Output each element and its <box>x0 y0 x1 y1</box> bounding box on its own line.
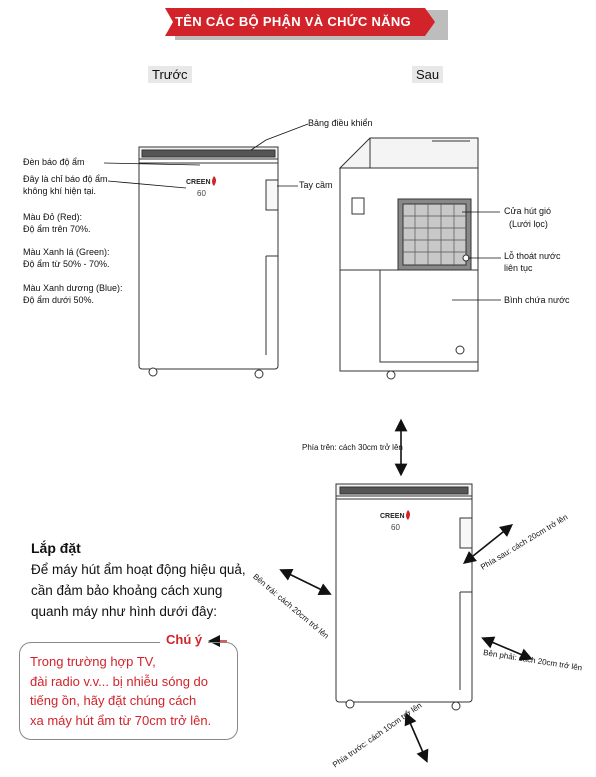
back-grille-lines <box>403 204 466 265</box>
setup-line-3: quanh máy như hình dưới đây: <box>31 604 218 619</box>
setup-body: Để máy hút ẩm hoạt động hiệu quả, cần đả… <box>31 559 263 622</box>
front-view-label: Trước <box>148 66 192 83</box>
back-unit <box>338 137 479 380</box>
left-arrow <box>279 569 332 595</box>
leader-lines <box>103 123 501 301</box>
label-air-inlet-1: Cửa hút gió <box>504 206 552 216</box>
note-line-3: tiếng ồn, hãy đặt chúng cách <box>30 693 197 708</box>
right-arrow <box>481 636 533 661</box>
label-water-tank: Bình chứa nước <box>504 295 570 305</box>
setup-line-1: Để máy hút ẩm hoạt động hiệu quả, <box>31 562 246 577</box>
brand-logo-text: CREEN <box>186 179 211 186</box>
note-title: Chú ý <box>160 632 209 647</box>
note-body: Trong trường hợp TV, đài radio v.v... bị… <box>30 652 235 730</box>
install-brand: CREEN 60 <box>380 510 410 532</box>
label-red-1: Màu Đỏ (Red): <box>23 212 83 222</box>
install-unit <box>335 483 473 711</box>
display-readout: 60 <box>197 189 206 198</box>
header-banner: TÊN CÁC BỘ PHẬN VÀ CHỨC NĂNG <box>163 8 448 40</box>
note-box <box>19 642 238 740</box>
note-line-4: xa máy hút ẩm từ 70cm trở lên. <box>30 712 212 728</box>
page-title: TÊN CÁC BỘ PHẬN VÀ CHỨC NĂNG <box>175 14 411 29</box>
label-red-2: Độ ẩm trên 70%. <box>23 224 91 234</box>
label-blue-2: Độ ẩm dưới 50%. <box>23 295 94 305</box>
install-brand-text: CREEN <box>380 513 405 520</box>
banner-shape <box>165 8 448 40</box>
label-humidity-desc-1: Đây là chỉ báo độ ẩm <box>23 174 108 184</box>
label-green-1: Màu Xanh lá (Green): <box>23 247 110 257</box>
front-control-panel <box>141 149 276 158</box>
label-green-2: Độ ẩm từ 50% - 70%. <box>23 259 110 269</box>
front-arrow <box>404 712 429 763</box>
label-control-panel: Bảng điều khiển <box>308 118 373 128</box>
label-humidity-light: Đèn báo độ ẩm <box>23 157 85 167</box>
note-line-2: đài radio v.v... bị nhiễu sóng do <box>30 673 209 689</box>
label-handle: Tay cầm <box>299 180 333 190</box>
label-blue-1: Màu Xanh dương (Blue): <box>23 283 123 293</box>
brand-flame-icon <box>212 176 216 186</box>
note-line-1: Trong trường hợp TV, <box>30 654 156 669</box>
back-view-label: Sau <box>412 66 444 83</box>
install-flame-icon <box>406 510 410 520</box>
setup-title: Lắp đặt <box>31 540 81 556</box>
label-drain-2: liên tục <box>504 263 533 273</box>
front-unit <box>138 146 279 379</box>
clearance-arrows <box>279 418 533 763</box>
clearance-top-label: Phía trên: cách 30cm trở lên <box>302 443 403 452</box>
back-arrow <box>463 524 513 564</box>
label-humidity-desc-2: không khí hiện tại. <box>23 186 97 196</box>
install-display-readout: 60 <box>391 523 400 532</box>
front-brand: CREEN 60 <box>186 176 216 198</box>
label-air-inlet-2: (Lưới lọc) <box>509 219 548 229</box>
label-drain-1: Lỗ thoát nước <box>504 251 561 261</box>
setup-line-2: cần đảm bảo khoảng cách xung <box>31 583 223 598</box>
